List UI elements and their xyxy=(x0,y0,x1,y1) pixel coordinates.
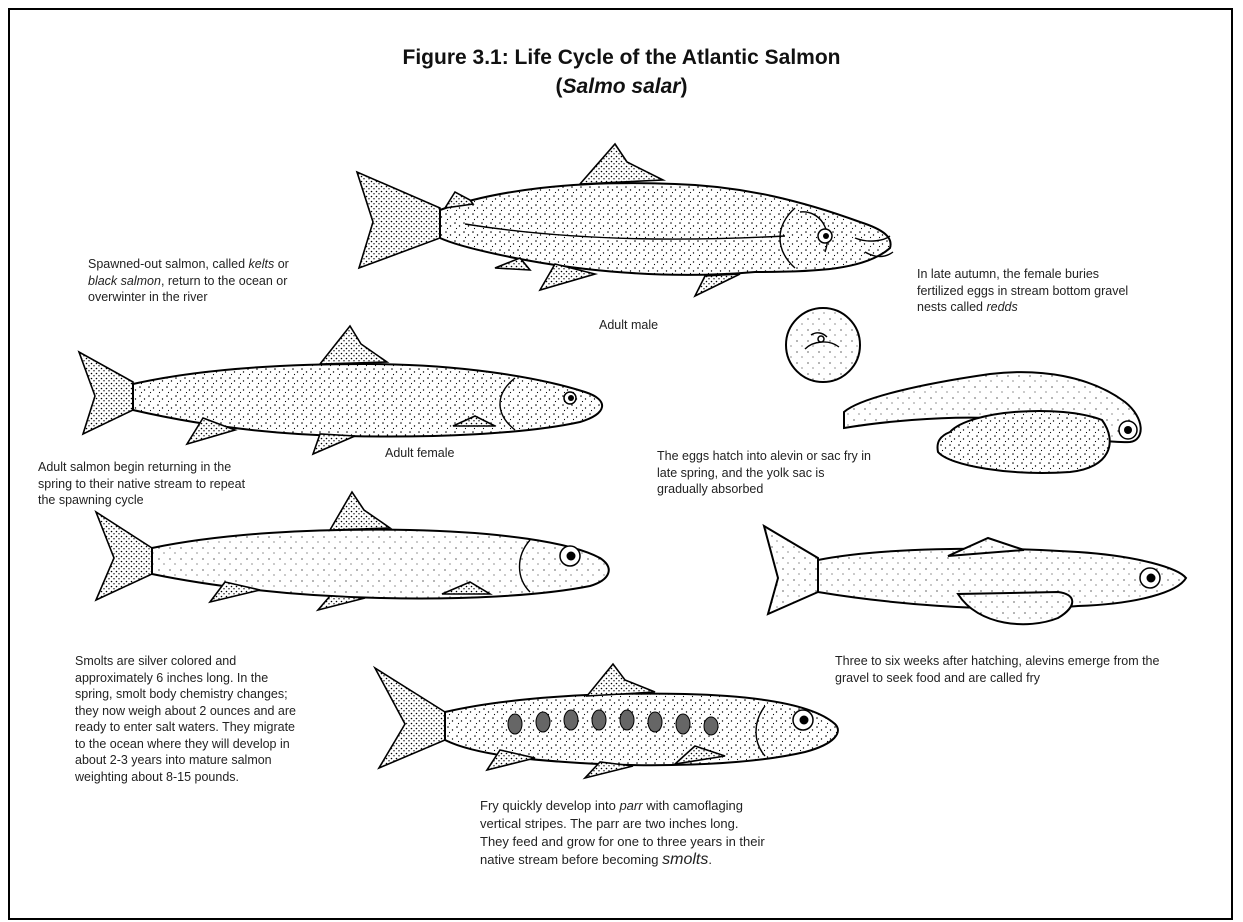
species-name: Salmo salar xyxy=(563,75,681,98)
alevin-illustration xyxy=(840,362,1150,477)
caption-smolts: Smolts are silver colored and approximat… xyxy=(75,653,296,785)
smolt-illustration xyxy=(90,490,620,615)
label-adult-female: Adult female xyxy=(385,446,454,460)
caption-kelts: Spawned-out salmon, called kelts or blac… xyxy=(88,256,289,306)
caption-parr: Fry quickly develop into parr with camof… xyxy=(480,797,765,869)
fry-illustration xyxy=(758,522,1193,632)
caption-fry: Three to six weeks after hatching, alevi… xyxy=(835,653,1159,686)
caption-redds: In late autumn, the female buries fertil… xyxy=(917,266,1128,316)
figure-title: Figure 3.1: Life Cycle of the Atlantic S… xyxy=(0,44,1243,71)
parr-illustration xyxy=(365,662,850,782)
adult-male-salmon-illustration xyxy=(345,140,905,310)
adult-female-salmon-illustration xyxy=(75,322,615,462)
caption-alevin: The eggs hatch into alevin or sac fry in… xyxy=(657,448,871,498)
figure-subtitle: (Salmo salar) xyxy=(0,73,1243,100)
